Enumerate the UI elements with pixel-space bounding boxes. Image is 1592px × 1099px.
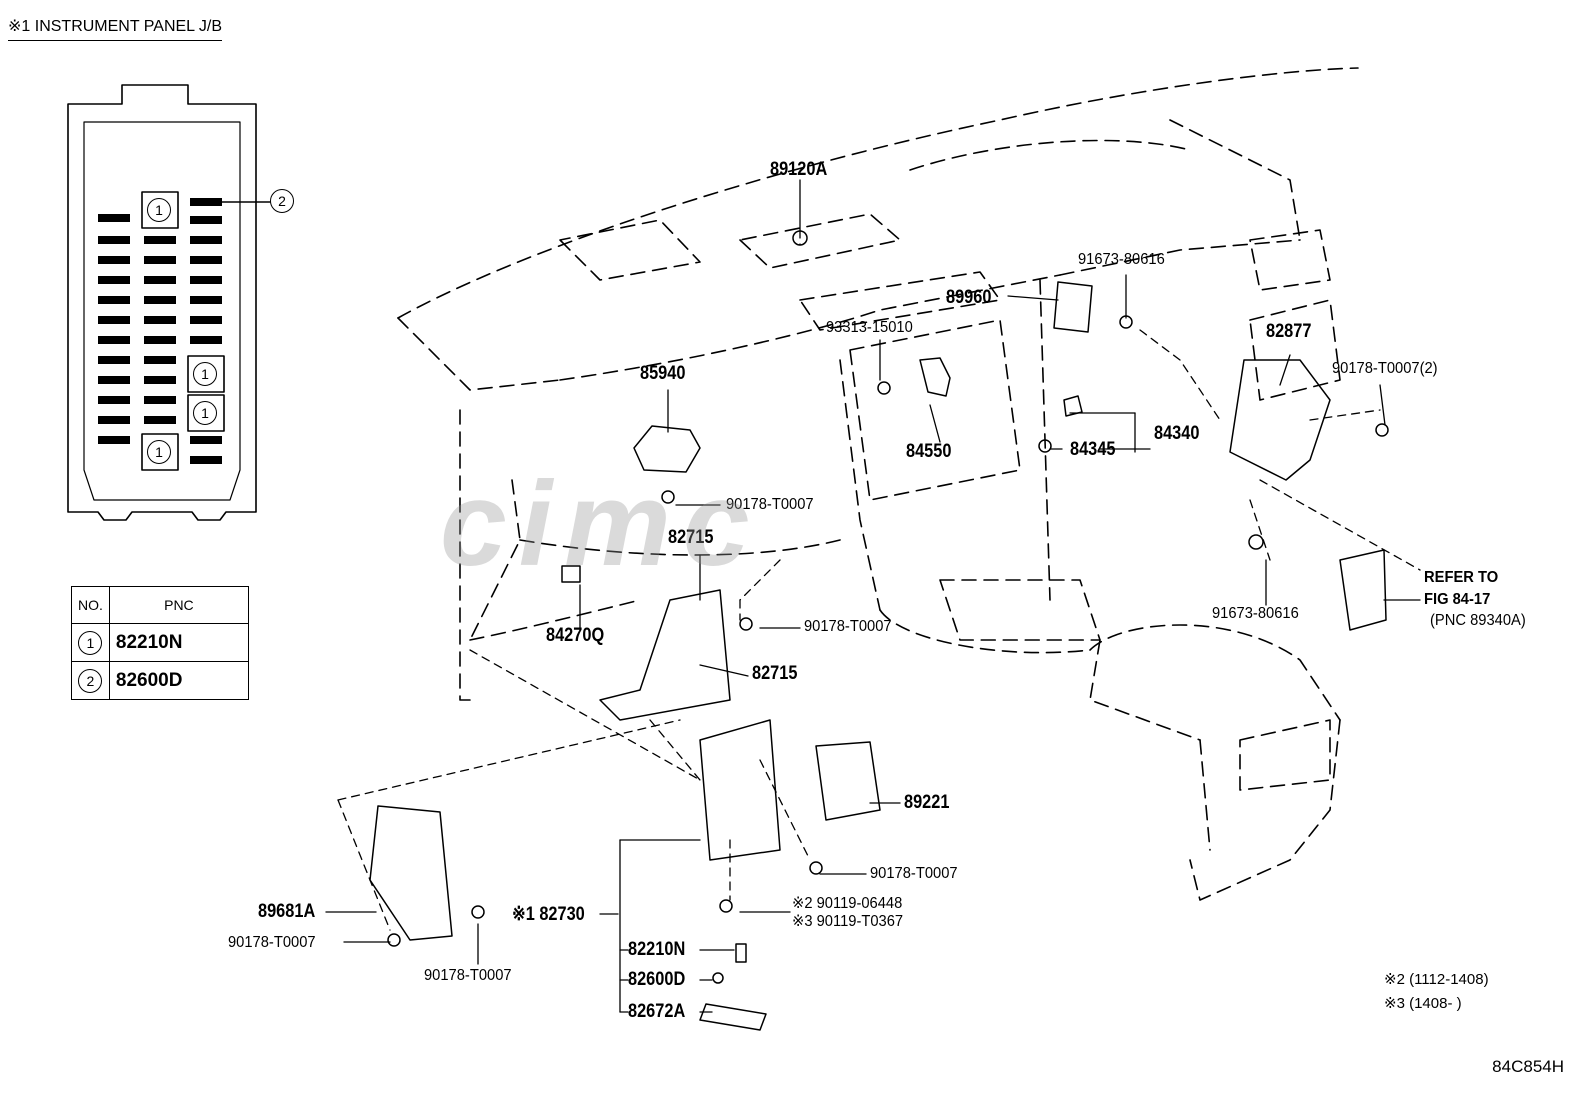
pnc-table: NO. PNC 1 82210N 2 82600D xyxy=(71,586,249,700)
part-label-82730[interactable]: ※1 82730 xyxy=(512,904,585,925)
figure-code: 84C854H xyxy=(1492,1057,1564,1076)
note-mark-2: ※2 (1112-1408) xyxy=(1384,971,1489,988)
part-label-82600d[interactable]: 82600D xyxy=(628,969,686,990)
pnc-header-no: NO. xyxy=(71,586,110,624)
part-label-84550[interactable]: 84550 xyxy=(906,441,952,462)
component-sketches xyxy=(369,230,1389,1031)
part-label-84270q[interactable]: 84270Q xyxy=(546,625,605,646)
part-label-90119-06448[interactable]: ※2 90119-06448 xyxy=(792,895,903,912)
leader-lines xyxy=(337,229,1421,931)
note-mark-3: ※3 (1408- ) xyxy=(1384,995,1462,1012)
slot-1-marker: 1 xyxy=(193,362,217,386)
part-label-85940[interactable]: 85940 xyxy=(640,363,686,384)
dashboard-outline xyxy=(397,67,1359,901)
part-label-82877[interactable]: 82877 xyxy=(1266,321,1312,342)
part-label-91673-80616[interactable]: 91673-80616 xyxy=(1212,605,1299,622)
part-label-90178-t0007[interactable]: 90178-T0007 xyxy=(804,618,892,635)
watermark: cimc xyxy=(440,457,762,591)
table-row: 2 82600D xyxy=(71,661,249,700)
part-label-90178-t0007[interactable]: 90178-T0007 xyxy=(424,967,512,984)
row-pnc: 82600D xyxy=(108,661,249,700)
part-label-89221[interactable]: 89221 xyxy=(904,792,950,813)
part-label-90178-t0007[interactable]: 90178-T0007 xyxy=(726,496,814,513)
slot-1-marker: 1 xyxy=(147,198,171,222)
table-row: 1 82210N xyxy=(71,623,249,662)
part-label-89960[interactable]: 89960 xyxy=(946,287,992,308)
part-label-84345[interactable]: 84345 xyxy=(1070,439,1116,460)
pnc-header-pnc: PNC xyxy=(108,586,249,624)
part-label-91673-80616[interactable]: 91673-80616 xyxy=(1078,251,1165,268)
refer-label-pnc: (PNC 89340A) xyxy=(1430,612,1526,629)
refer-label-line1: REFER TO xyxy=(1424,569,1499,586)
part-label-89120a[interactable]: 89120A xyxy=(770,159,828,180)
part-label-90178-t0007[interactable]: 90178-T0007 xyxy=(228,934,316,951)
part-label-90178-t0007-2[interactable]: 90178-T0007(2) xyxy=(1332,360,1438,377)
part-label-90178-t0007[interactable]: 90178-T0007 xyxy=(870,865,958,882)
junction-block-outline xyxy=(67,84,271,521)
part-label-84340[interactable]: 84340 xyxy=(1154,423,1200,444)
slot-2-callout: 2 xyxy=(270,189,294,213)
row-pnc: 82210N xyxy=(108,623,249,662)
part-label-82715[interactable]: 82715 xyxy=(668,527,714,548)
part-label-93313-15010[interactable]: 93313-15010 xyxy=(826,319,913,336)
part-label-82210n[interactable]: 82210N xyxy=(628,939,686,960)
diagram-title: ※1 INSTRUMENT PANEL J/B xyxy=(8,16,223,41)
part-label-90119-t0367[interactable]: ※3 90119-T0367 xyxy=(792,913,904,930)
row-number: 2 xyxy=(78,668,103,693)
part-label-89681a[interactable]: 89681A xyxy=(258,901,316,922)
slot-1-marker: 1 xyxy=(193,401,217,425)
fuse-slots xyxy=(98,198,222,464)
label-leaders xyxy=(325,179,1421,1013)
part-label-82672a[interactable]: 82672A xyxy=(628,1001,686,1022)
refer-link-fig[interactable]: FIG 84-17 xyxy=(1424,591,1491,608)
row-number: 1 xyxy=(78,630,103,655)
slot-1-marker: 1 xyxy=(147,440,171,464)
part-label-82715[interactable]: 82715 xyxy=(752,663,798,684)
